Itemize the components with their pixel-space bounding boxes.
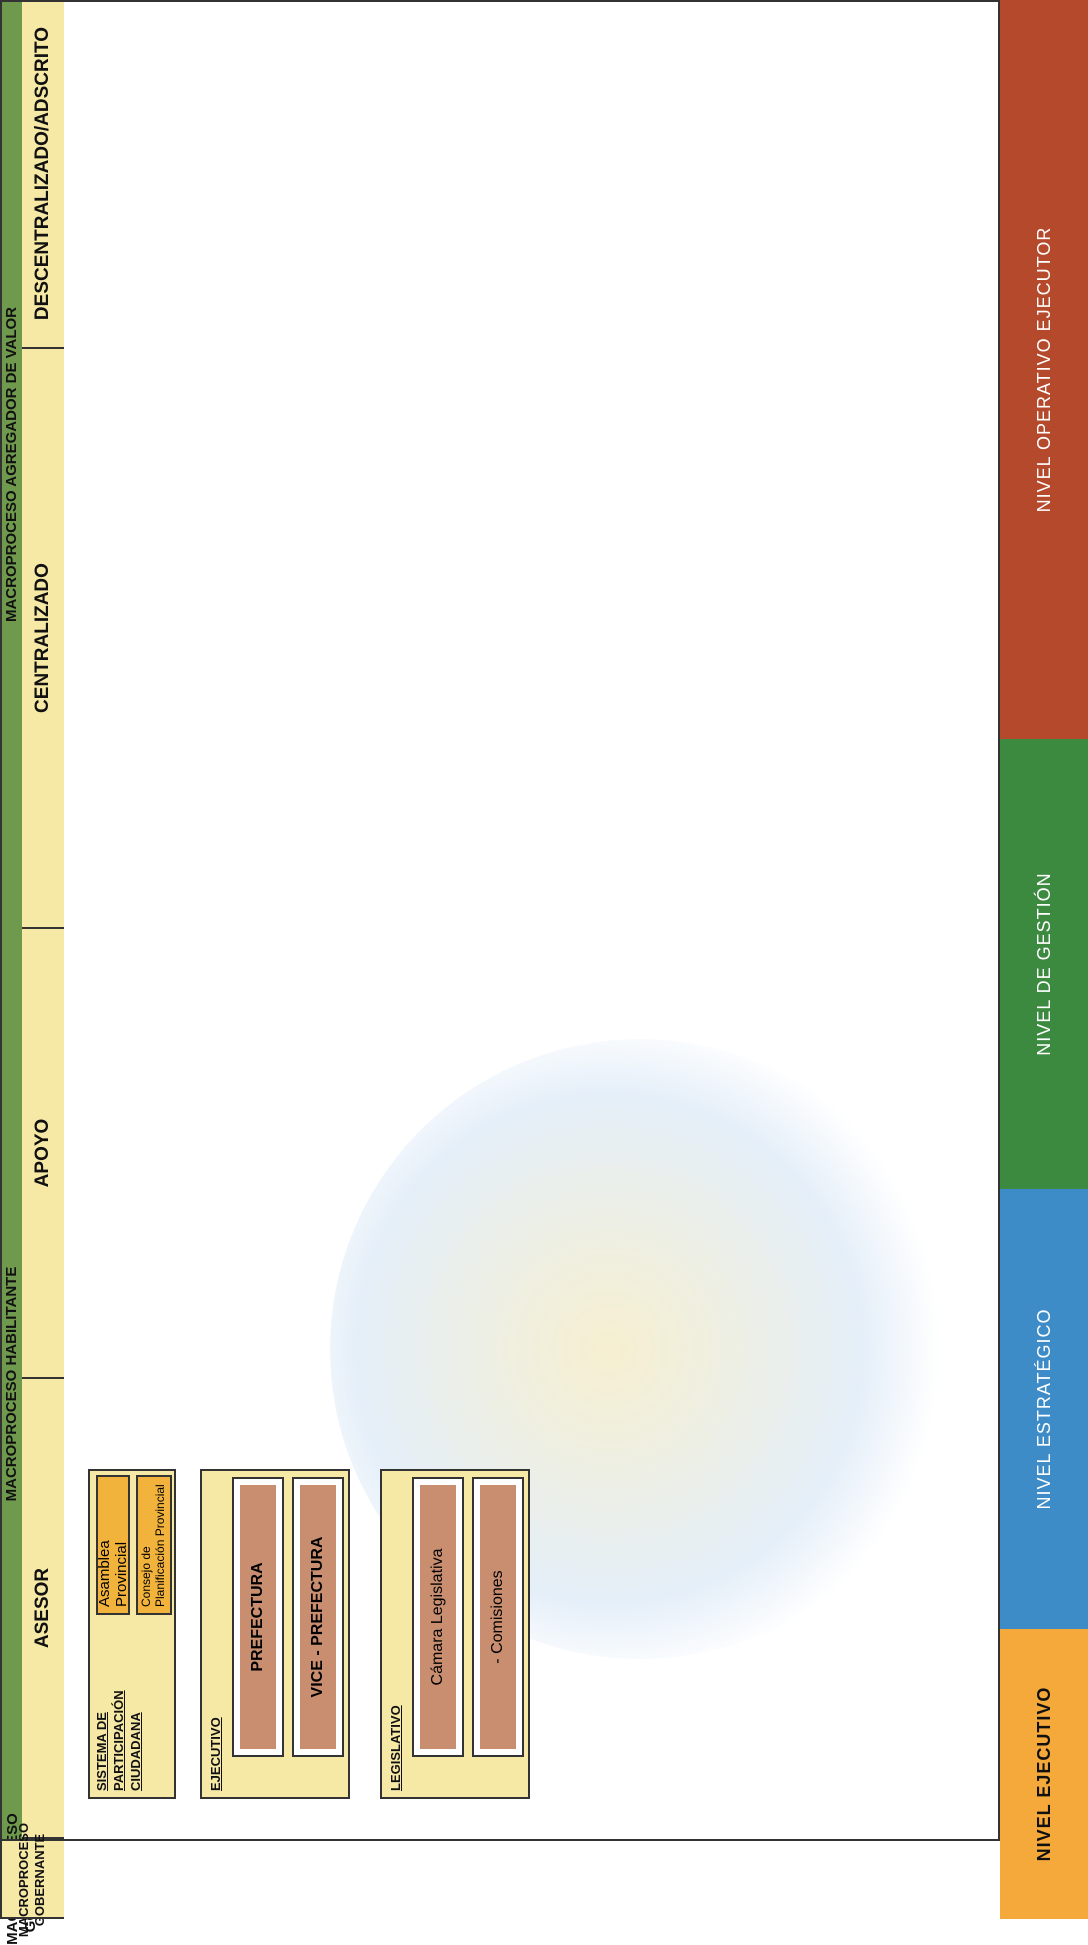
consejo-planificacion[interactable]: Consejo de Planificación Provincial bbox=[136, 1475, 172, 1615]
prefectura-box[interactable]: PREFECTURA bbox=[232, 1477, 284, 1757]
camara-legislativa: Cámara Legislativa bbox=[420, 1485, 456, 1749]
legislativo-box: LEGISLATIVO Cámara Legislativa - Comisio… bbox=[380, 1469, 530, 1799]
participacion-title: SISTEMA DE PARTICIPACIÓN CIUDADANA bbox=[94, 1621, 145, 1791]
vice-prefectura: VICE - PREFECTURA bbox=[300, 1485, 336, 1749]
ejecutivo-box: EJECUTIVO PREFECTURA VICE - PREFECTURA bbox=[200, 1469, 350, 1799]
asamblea-label: Asamblea Provincial bbox=[96, 1477, 130, 1607]
band-nivel-ejecutivo: NIVEL EJECUTIVO bbox=[1000, 1629, 1088, 1919]
asamblea-provincial[interactable]: Asamblea Provincial bbox=[96, 1475, 130, 1615]
ejecutivo-title: EJECUTIVO bbox=[208, 1717, 223, 1791]
prefectura: PREFECTURA bbox=[240, 1485, 276, 1749]
band-nivel-operativo: NIVEL OPERATIVO EJECUTOR bbox=[1000, 0, 1088, 739]
participacion-ciudadana-box: SISTEMA DE PARTICIPACIÓN CIUDADANA Asamb… bbox=[88, 1469, 176, 1799]
comisiones: - Comisiones bbox=[480, 1485, 516, 1749]
consejo-label: Consejo de Planificación Provincial bbox=[140, 1477, 168, 1607]
vice-prefectura-box[interactable]: VICE - PREFECTURA bbox=[292, 1477, 344, 1757]
camara-legislativa-box[interactable]: Cámara Legislativa bbox=[412, 1477, 464, 1757]
band-nivel-gestion: NIVEL DE GESTIÓN bbox=[1000, 739, 1088, 1189]
gobernante-column-bg bbox=[64, 1839, 1000, 1919]
comisiones-box[interactable]: - Comisiones bbox=[472, 1477, 524, 1757]
legislativo-title: LEGISLATIVO bbox=[388, 1705, 403, 1791]
band-nivel-estrategico: NIVEL ESTRATÉGICO bbox=[1000, 1189, 1088, 1629]
